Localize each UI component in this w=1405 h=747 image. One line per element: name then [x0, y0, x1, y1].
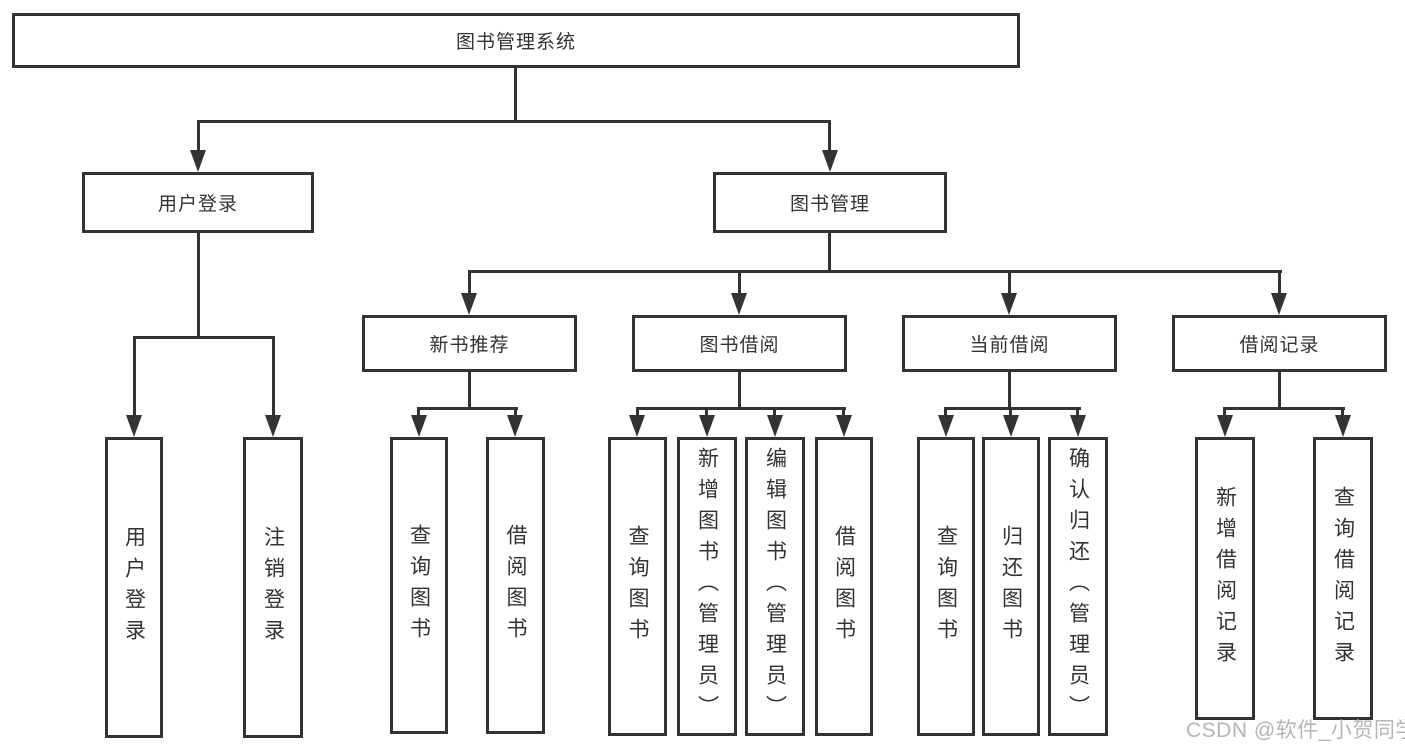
connector-level3-stem: [738, 270, 741, 295]
connector-book-borrow-hline: [636, 407, 846, 410]
connector-leaf-stem: [272, 336, 275, 417]
connector-leaf-stem: [842, 407, 845, 417]
connector-leaf-stem: [705, 407, 708, 417]
arrowhead-down-icon: [126, 415, 142, 437]
connector-borrow-records-down: [1278, 372, 1281, 407]
arrowhead-down-icon: [836, 415, 852, 437]
node-user-login: 用户登录: [82, 172, 314, 233]
connector-leaf-stem: [1341, 407, 1344, 417]
node-borrow-records: 借阅记录: [1172, 315, 1387, 372]
leaf-query-books-borrow: 查询图书: [608, 437, 667, 736]
arrowhead-down-icon: [731, 293, 747, 315]
leaf-confirm-return-admin: 确认归还（管理员）: [1048, 437, 1108, 736]
connector-level3-hline: [469, 270, 1282, 273]
arrowhead-down-icon: [1217, 415, 1233, 437]
leaf-add-borrow-record: 新增借阅记录: [1195, 437, 1255, 720]
arrowhead-down-icon: [1335, 415, 1351, 437]
leaf-edit-books-admin: 编辑图书（管理员）: [745, 437, 805, 736]
leaf-label: 编辑图书（管理员）: [763, 447, 787, 726]
connector-leaf-stem: [1076, 407, 1079, 417]
node-book-management: 图书管理: [713, 172, 947, 233]
arrowhead-down-icon: [699, 415, 715, 437]
connector-user-login-stem: [197, 120, 200, 152]
connector-new-book-hline: [417, 407, 518, 410]
connector-borrow-records-hline: [1223, 407, 1345, 410]
arrowhead-down-icon: [461, 293, 477, 315]
connector-level2-hline: [197, 120, 831, 123]
connector-leaf-stem: [133, 336, 136, 417]
arrowhead-down-icon: [1003, 415, 1019, 437]
node-book-borrow-label: 图书借阅: [699, 335, 780, 356]
leaf-logout: 注销登录: [243, 437, 303, 738]
connector-level3-stem: [1278, 270, 1281, 295]
leaf-add-books-admin: 新增图书（管理员）: [677, 437, 737, 736]
arrowhead-down-icon: [938, 415, 954, 437]
arrowhead-down-icon: [1271, 293, 1287, 315]
leaf-label: 查询图书: [934, 524, 958, 649]
leaf-label: 确认归还（管理员）: [1066, 447, 1090, 726]
leaf-return-books: 归还图书: [982, 437, 1040, 736]
arrowhead-down-icon: [411, 415, 427, 437]
node-current-borrow-label: 当前借阅: [969, 335, 1050, 356]
leaf-label: 归还图书: [999, 524, 1023, 649]
leaf-user-login: 用户登录: [105, 437, 163, 738]
node-book-borrow: 图书借阅: [632, 315, 847, 372]
connector-user-login-hline: [133, 336, 275, 339]
arrowhead-down-icon: [265, 415, 281, 437]
arrowhead-down-icon: [822, 150, 838, 172]
leaf-label: 借阅图书: [832, 524, 856, 649]
arrowhead-down-icon: [629, 415, 645, 437]
connector-book-mgmt-stem: [828, 120, 831, 152]
node-new-book-recommend-label: 新书推荐: [429, 335, 510, 356]
leaf-label: 借阅图书: [504, 523, 527, 648]
leaf-label: 新增借阅记录: [1213, 485, 1237, 672]
connector-new-book-down: [468, 372, 471, 407]
leaf-label: 新增图书（管理员）: [695, 447, 719, 726]
leaf-query-books-recommend: 查询图书: [390, 437, 448, 734]
leaf-label: 注销登录: [261, 525, 285, 650]
node-new-book-recommend: 新书推荐: [362, 315, 577, 372]
leaf-borrow-books: 借阅图书: [815, 437, 873, 736]
leaf-query-books-current: 查询图书: [917, 437, 975, 736]
watermark: CSDN @软件_小贺同学: [1186, 719, 1405, 742]
arrowhead-down-icon: [767, 415, 783, 437]
connector-leaf-stem: [514, 407, 517, 417]
leaf-label: 查询借阅记录: [1331, 485, 1355, 672]
connector-current-borrow-down: [1008, 372, 1011, 407]
node-root: 图书管理系统: [12, 13, 1020, 68]
connector-current-borrow-hline: [944, 407, 1081, 410]
connector-leaf-stem: [636, 407, 639, 417]
connector-level3-stem: [1008, 270, 1011, 295]
arrowhead-down-icon: [1001, 293, 1017, 315]
connector-book-mgmt-down: [828, 233, 831, 270]
arrowhead-down-icon: [1070, 415, 1086, 437]
node-root-label: 图书管理系统: [455, 32, 576, 53]
node-book-management-label: 图书管理: [789, 194, 870, 215]
node-user-login-label: 用户登录: [157, 194, 238, 215]
connector-level3-stem: [468, 270, 471, 295]
node-current-borrow: 当前借阅: [902, 315, 1117, 372]
arrowhead-down-icon: [190, 150, 206, 172]
connector-leaf-stem: [1009, 407, 1012, 417]
leaf-label: 查询图书: [407, 523, 431, 648]
connector-leaf-stem: [944, 407, 947, 417]
leaf-query-borrow-record: 查询借阅记录: [1313, 437, 1373, 720]
connector-leaf-stem: [773, 407, 776, 417]
connector-leaf-stem: [417, 407, 420, 417]
connector-root-stem: [514, 68, 517, 120]
connector-book-borrow-down: [738, 372, 741, 407]
arrowhead-down-icon: [507, 415, 523, 437]
connector-leaf-stem: [1223, 407, 1226, 417]
leaf-borrow-books-recommend: 借阅图书: [486, 437, 545, 734]
connector-user-login-down: [197, 233, 200, 336]
leaf-label: 查询图书: [626, 524, 649, 649]
node-borrow-records-label: 借阅记录: [1239, 335, 1320, 356]
leaf-label: 用户登录: [122, 525, 146, 650]
